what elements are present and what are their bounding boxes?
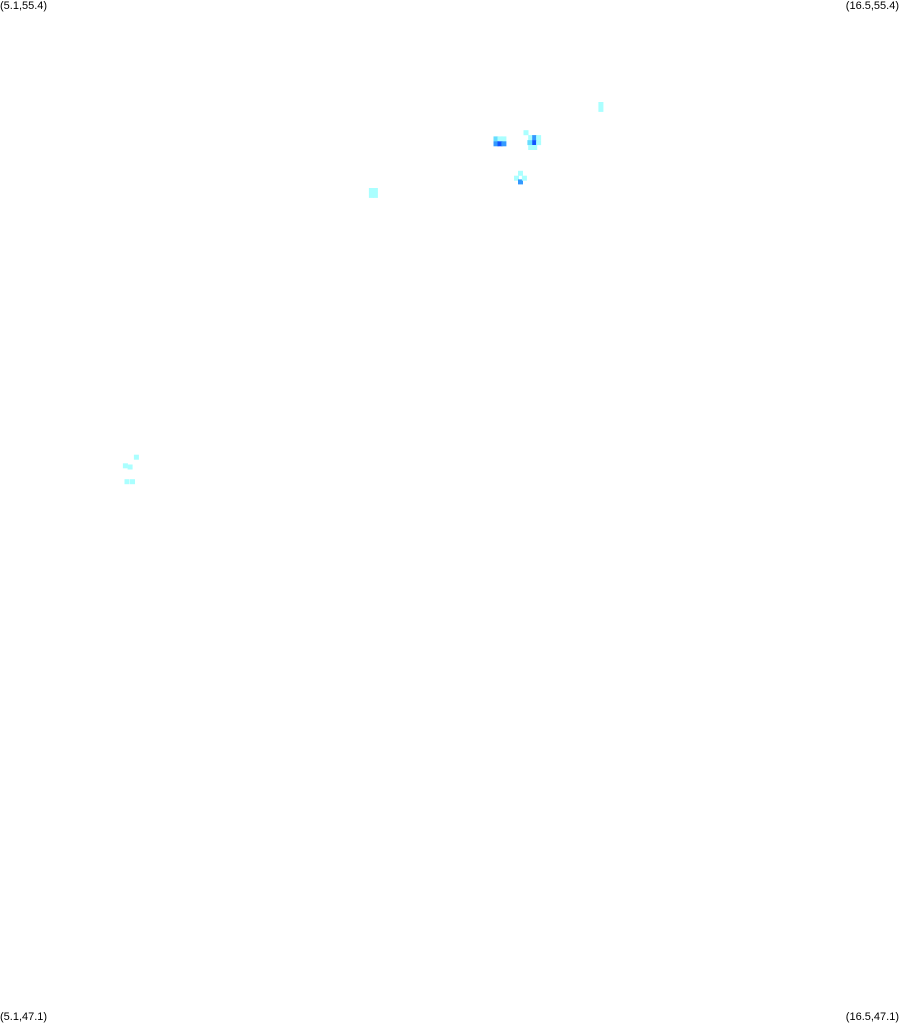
density-cell: [598, 102, 604, 107]
density-cell: [521, 175, 527, 181]
density-cell: [528, 135, 534, 141]
density-cell: [527, 140, 533, 146]
corner-label-bottom-right: (16.5,47.1): [845, 1011, 899, 1023]
density-cell: [122, 463, 128, 469]
density-cell: [514, 175, 519, 181]
density-cell: [523, 130, 529, 136]
density-cell: [518, 170, 523, 176]
density-cell: [368, 192, 374, 198]
density-cell: [497, 136, 503, 142]
density-cell: [493, 136, 499, 142]
corner-label-bottom-left: (5.1,47.1): [0, 1011, 48, 1023]
density-cell: [368, 188, 374, 193]
density-cell: [532, 145, 538, 150]
density-cell: [372, 188, 378, 193]
density-cell: [127, 464, 133, 470]
density-cell: [518, 179, 523, 185]
density-cell: [536, 135, 542, 141]
density-cell: [598, 106, 604, 112]
density-cell: [536, 140, 542, 146]
density-cell: [133, 454, 139, 460]
density-cell: [497, 141, 503, 147]
density-cell: [501, 141, 507, 147]
corner-label-top-right: (16.5,55.4): [845, 0, 899, 12]
density-cell: [130, 479, 135, 485]
density-cell: [124, 479, 130, 485]
density-cell: [528, 145, 534, 150]
density-cell: [493, 141, 499, 147]
density-cell: [501, 136, 507, 142]
corner-label-top-left: (5.1,55.4): [0, 0, 48, 12]
density-cell: [372, 192, 378, 198]
density-cell: [532, 140, 538, 146]
density-cell: [532, 135, 538, 141]
